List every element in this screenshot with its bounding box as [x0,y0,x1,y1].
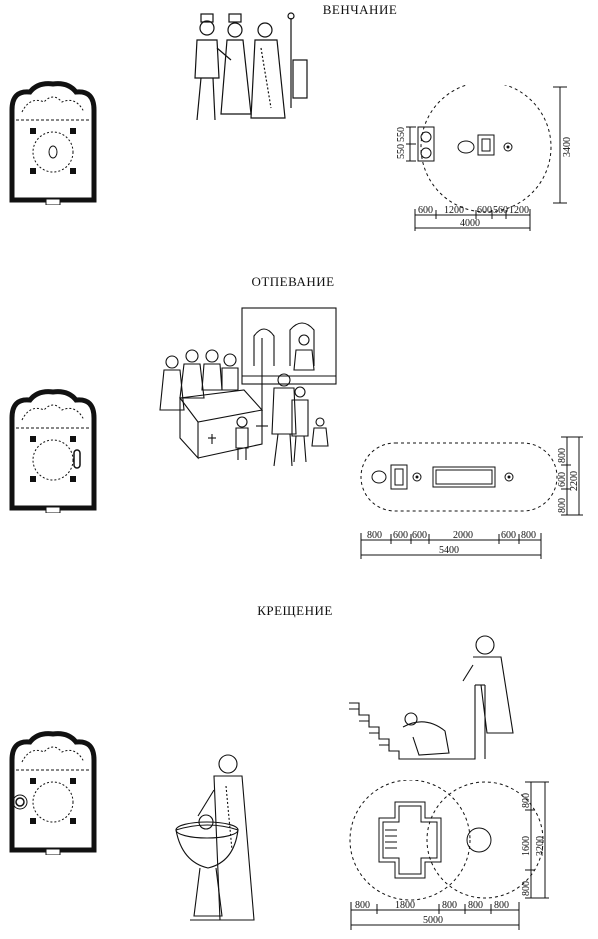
dim-h2: 1200 [444,205,464,216]
dim-total-h: 3200 [535,836,546,856]
dim-v2: 550 [396,127,407,142]
dim-h2: 1800 [395,900,415,911]
dim-v2: 1600 [521,836,532,856]
section-wedding: ВЕНЧАНИЕ [0,0,598,260]
section-baptism: КРЕЩЕНИЕ [0,595,598,939]
dim-total-w: 5400 [439,545,459,556]
dim-h3: 600 [477,205,492,216]
dim-v1: 550 [396,144,407,159]
funeral-illustration [159,307,337,467]
wedding-layout-plan: 600 1200 600 560 1200 4000 550 550 3400 [396,85,573,231]
dim-total-h: 3400 [562,137,573,157]
church-plan-wedding [9,81,97,205]
dim-h5: 600 [501,530,516,541]
dim-total-h: 2200 [569,471,580,491]
dim-total-w: 5000 [423,915,443,926]
wedding-illustration [194,12,308,121]
dim-h4: 2000 [453,530,473,541]
church-plan-baptism [9,731,97,855]
dim-v3: 800 [557,448,568,463]
dim-v3: 800 [521,881,532,896]
dim-v2: 600 [557,472,568,487]
dim-h5: 1200 [509,205,529,216]
baptism-font-illustration [175,754,255,921]
dim-h3: 800 [442,900,457,911]
section-title-funeral: ОТПЕВАНИЕ [251,274,335,289]
dim-total-w: 4000 [460,218,480,229]
dim-h1: 600 [418,205,433,216]
dim-h4: 560 [493,205,508,216]
funeral-layout-plan: 800 600 600 2000 600 800 5400 800 600 80… [360,436,583,559]
dim-h1: 800 [367,530,382,541]
dim-h3: 600 [412,530,427,541]
dim-h6: 800 [521,530,536,541]
dim-h5: 800 [494,900,509,911]
section-funeral: ОТПЕВАНИЕ [0,270,598,580]
dim-h2: 600 [393,530,408,541]
section-title-wedding: ВЕНЧАНИЕ [322,2,398,17]
baptism-layout-plan: 800 1800 800 800 800 5000 800 1600 800 3… [349,780,549,930]
dim-v1: 800 [521,793,532,808]
dim-v1: 800 [557,498,568,513]
section-title-baptism: КРЕЩЕНИЕ [257,603,333,618]
baptism-pool-section [349,635,514,760]
dim-h4: 800 [468,900,483,911]
church-plan-funeral [9,389,97,513]
dim-h1: 800 [355,900,370,911]
